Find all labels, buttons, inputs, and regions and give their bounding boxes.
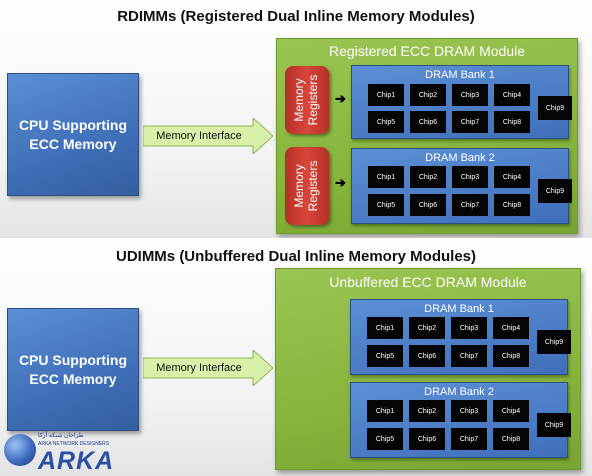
- chip: Chip8: [493, 428, 529, 450]
- register-label: Memory Registers: [292, 160, 320, 212]
- dram-bank: DRAM Bank 1 Chip1 Chip2 Chip3 Chip4 Chip…: [351, 65, 572, 139]
- chip: Chip8: [494, 111, 530, 133]
- chip: Chip1: [368, 84, 404, 106]
- chip: Chip2: [409, 317, 445, 339]
- register-arrow-icon: ➔: [335, 91, 346, 106]
- bank-title: DRAM Bank 2: [425, 152, 495, 164]
- chip: Chip1: [367, 400, 403, 422]
- registered-module: Registered ECC DRAM Module Memory Regist…: [276, 38, 578, 234]
- chip: Chip5: [368, 194, 404, 216]
- chip: Chip1: [368, 166, 404, 188]
- logo-tagline: ARKA NETWORK DESIGNERS: [38, 441, 110, 447]
- chip: Chip6: [409, 345, 445, 367]
- chip: Chip3: [452, 166, 488, 188]
- udimm-heading: UDIMMs (Unbuffered Dual Inline Memory Mo…: [115, 248, 476, 265]
- chip: Chip8: [493, 345, 529, 367]
- chip: Chip1: [367, 317, 403, 339]
- chip: Chip6: [410, 111, 446, 133]
- logo-persian: طراحان شبکه آرکا: [38, 433, 84, 439]
- module-title: Registered ECC DRAM Module: [328, 43, 526, 59]
- chip: Chip6: [409, 428, 445, 450]
- register-arrow-icon: ➔: [335, 175, 346, 190]
- globe-icon: [4, 434, 36, 466]
- register-label: Memory Registers: [292, 74, 320, 126]
- chip: Chip9: [538, 179, 572, 203]
- unbuffered-module: Unbuffered ECC DRAM Module DRAM Bank 1 C…: [275, 268, 581, 470]
- chip: Chip7: [451, 428, 487, 450]
- chip: Chip2: [409, 400, 445, 422]
- dram-bank: DRAM Bank 2 Chip1 Chip2 Chip3 Chip4 Chip…: [350, 382, 571, 458]
- chip: Chip4: [493, 400, 529, 422]
- module-title: Unbuffered ECC DRAM Module: [329, 274, 527, 290]
- memory-interface-arrow: [143, 350, 273, 386]
- chip: Chip7: [451, 345, 487, 367]
- bank-title: DRAM Bank 1: [425, 69, 495, 81]
- memory-registers-1: Memory Registers: [285, 66, 329, 134]
- chip: Chip3: [451, 400, 487, 422]
- chip: Chip4: [494, 84, 530, 106]
- chip: Chip9: [537, 330, 571, 354]
- memory-interface-arrow: [143, 118, 273, 154]
- chip: Chip8: [494, 194, 530, 216]
- logo-word: ARKA: [38, 447, 115, 475]
- chip: Chip5: [367, 345, 403, 367]
- dram-bank: DRAM Bank 2 Chip1 Chip2 Chip3 Chip4 Chip…: [351, 148, 572, 224]
- cpu-box: CPU Supporting ECC Memory: [7, 308, 139, 431]
- chip: Chip3: [451, 317, 487, 339]
- chip: Chip4: [493, 317, 529, 339]
- chip: Chip3: [452, 84, 488, 106]
- memory-registers-2: Memory Registers: [285, 147, 329, 225]
- chip: Chip9: [537, 413, 571, 437]
- chip: Chip7: [452, 194, 488, 216]
- chip: Chip6: [410, 194, 446, 216]
- bank-title: DRAM Bank 1: [424, 303, 494, 315]
- bank-title: DRAM Bank 2: [424, 386, 494, 398]
- chip: Chip2: [410, 166, 446, 188]
- chip: Chip2: [410, 84, 446, 106]
- rdimm-heading: RDIMMs (Registered Dual Inline Memory Mo…: [117, 8, 475, 25]
- dram-bank: DRAM Bank 1 Chip1 Chip2 Chip3 Chip4 Chip…: [350, 299, 571, 375]
- udimm-section: UDIMMs (Unbuffered Dual Inline Memory Mo…: [0, 238, 592, 476]
- chip: Chip4: [494, 166, 530, 188]
- chip: Chip7: [452, 111, 488, 133]
- memory-interface-label: Memory Interface: [156, 130, 242, 142]
- cpu-label: CPU Supporting ECC Memory: [18, 117, 128, 152]
- chip: Chip5: [367, 428, 403, 450]
- cpu-box: CPU Supporting ECC Memory: [7, 73, 139, 196]
- cpu-label: CPU Supporting ECC Memory: [18, 352, 128, 387]
- chip: Chip9: [538, 96, 572, 120]
- chip: Chip5: [368, 111, 404, 133]
- rdimm-section: RDIMMs (Registered Dual Inline Memory Mo…: [0, 0, 592, 238]
- memory-interface-label: Memory Interface: [156, 362, 242, 374]
